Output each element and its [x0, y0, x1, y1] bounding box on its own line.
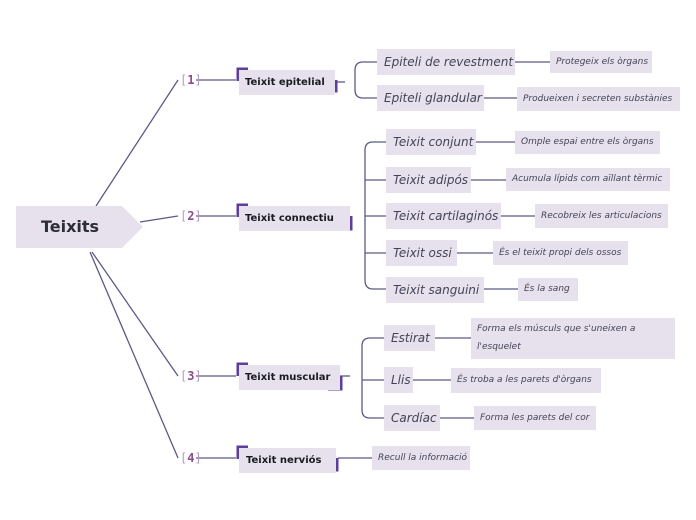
desc-node[interactable]: Recull la informació [372, 446, 470, 470]
desc-label: Forma les parets del cor [480, 413, 590, 423]
sub-node-llis[interactable]: Llis [384, 367, 413, 393]
branch-number-3: [3] [180, 369, 202, 383]
bracket-left: [ [180, 73, 188, 87]
desc-label: És troba a les parets d'òrgans [457, 375, 592, 385]
sub-node-teixit-adipos[interactable]: Teixit adipós [386, 167, 471, 193]
desc-label: Recull la informació [378, 453, 467, 463]
branch-node-epitelial[interactable]: Teixit epitelial [239, 70, 335, 95]
sub-node-cardiac[interactable]: Cardíac [384, 405, 440, 431]
sub-node-teixit-sanguini[interactable]: Teixit sanguini [386, 277, 484, 303]
root-shape [16, 206, 143, 248]
branch-node-nervios[interactable]: Teixit nerviós [239, 448, 336, 473]
desc-label: Acumula lípids com aïllant tèrmic [512, 174, 663, 184]
bracket-right: ] [194, 73, 202, 87]
desc-label: Omple espai entre els òrgans [521, 137, 654, 147]
sub-node-epiteli-revestment[interactable]: Epiteli de revestment [377, 49, 515, 75]
root-node[interactable]: Teixits [16, 206, 143, 248]
sub-node-estirat[interactable]: Estirat [384, 325, 435, 351]
sub-node-label: Estirat [391, 331, 430, 345]
desc-label: És la sang [524, 284, 570, 294]
desc-label: Recobreix les articulacions [541, 211, 662, 221]
branch-number-value: 4 [187, 451, 195, 465]
desc-label: Protegeix els òrgans [556, 57, 649, 67]
sub-node-label: Epiteli de revestment [384, 55, 514, 69]
bracket-right: ] [194, 369, 202, 383]
bracket-left: [ [180, 209, 188, 223]
branch-number-value: 2 [187, 209, 195, 223]
desc-node[interactable]: Recobreix les articulacions [535, 204, 668, 228]
sub-node-label: Teixit adipós [393, 173, 469, 187]
sub-node-label: Teixit conjunt [393, 135, 474, 149]
bracket-right: ] [194, 451, 202, 465]
root-label: Teixits [40, 217, 100, 236]
sub-node-label: Cardíac [391, 411, 437, 425]
bracket-left: [ [180, 369, 188, 383]
desc-label: Forma els músculs que s'uneixen a [477, 324, 636, 334]
bracket-left: [ [180, 451, 188, 465]
sub-node-teixit-conjunt[interactable]: Teixit conjunt [386, 129, 476, 155]
sub-node-label: Llis [391, 373, 411, 387]
branch-number-2: [2] [180, 209, 202, 223]
sub-node-label: Teixit sanguini [393, 283, 480, 297]
desc-label: l'esquelet [477, 342, 521, 352]
branch-number-value: 3 [187, 369, 195, 383]
desc-label: És el teixit propi dels ossos [499, 248, 622, 258]
branch-node-muscular[interactable]: Teixit muscular [239, 365, 340, 390]
sub-node-teixit-ossi[interactable]: Teixit ossi [386, 240, 457, 266]
branch-label: Teixit connectiu [245, 213, 334, 224]
branch-number-1: [1] [180, 73, 202, 87]
desc-node[interactable]: Protegeix els òrgans [550, 51, 652, 73]
desc-node[interactable]: Omple espai entre els òrgans [515, 131, 660, 154]
branch-number-4: [4] [180, 451, 202, 465]
sub-node-label: Teixit ossi [393, 246, 452, 260]
desc-node[interactable]: Forma les parets del cor [474, 406, 596, 430]
desc-node[interactable]: És el teixit propi dels ossos [493, 241, 628, 265]
desc-node[interactable]: Forma els músculs que s'uneixen a l'esqu… [471, 318, 675, 359]
sub-node-epiteli-glandular[interactable]: Epiteli glandular [377, 85, 484, 111]
desc-node[interactable]: És la sang [518, 278, 578, 301]
desc-node[interactable]: Acumula lípids com aïllant tèrmic [506, 168, 670, 191]
desc-label: Produeixen i secreten substànies [523, 94, 673, 104]
branch-label: Teixit epitelial [245, 77, 325, 88]
branch-number-value: 1 [187, 73, 195, 87]
branch-node-connectiu[interactable]: Teixit connectiu [239, 206, 350, 231]
branch-label: Teixit nerviós [246, 455, 322, 466]
branch-label: Teixit muscular [245, 372, 331, 383]
desc-node[interactable]: És troba a les parets d'òrgans [451, 368, 601, 393]
sub-node-label: Epiteli glandular [384, 91, 482, 105]
sub-node-teixit-cartilaginos[interactable]: Teixit cartilaginós [386, 203, 501, 229]
bracket-right: ] [194, 209, 202, 223]
sub-node-label: Teixit cartilaginós [393, 209, 499, 223]
desc-node[interactable]: Produeixen i secreten substànies [517, 87, 680, 111]
